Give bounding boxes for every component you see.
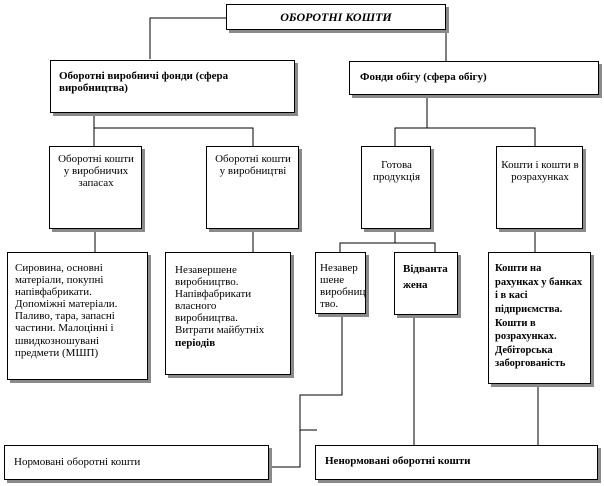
cash-text: Кошти на рахунках у банках і в касі підп…	[495, 262, 591, 371]
finished-goods-text: Готова продукція	[372, 159, 420, 184]
shipped-box: Відванта жена	[394, 252, 458, 315]
wip-box: Незавершене виробництво. Напівфабрикати …	[165, 252, 291, 375]
wip-line: виробництва.	[175, 312, 238, 325]
normed-text: Нормовані оборотні кошти	[14, 456, 141, 468]
unsold-line: тво.	[320, 298, 339, 311]
wip-line: власного	[175, 300, 217, 313]
circulation-funds-box: Фонди обігу (сфера обігу)	[349, 61, 599, 95]
circulation-funds-text: Фонди обігу (сфера обігу)	[360, 71, 487, 83]
title-box: ОБОРОТНІ КОШТИ	[226, 4, 446, 30]
materials-line: напівфабрикати.	[15, 286, 92, 299]
stocks-box: Оборотні кошти у виробничих запасах	[49, 146, 142, 229]
title-text: ОБОРОТНІ КОШТИ	[280, 10, 392, 24]
materials-line: частини. Малоцінні і	[15, 322, 114, 335]
cash-line: рахунках у банках	[495, 276, 583, 288]
non-normed-box: Ненормовані оборотні кошти	[315, 445, 598, 480]
shipped-line: жена	[403, 278, 428, 291]
unsold-line: Незавер	[320, 262, 358, 274]
in-production-text: Оборотні кошти у виробництві	[215, 153, 291, 178]
wip-line: Незавершене	[175, 264, 237, 276]
materials-line: матеріали, покупні	[15, 274, 104, 287]
cash-line: і в касі	[495, 290, 528, 302]
finished-goods-box: Готова продукція	[361, 146, 431, 229]
wip-text: Незавершене виробництво. Напівфабрикати …	[175, 264, 290, 349]
cash-line: Дебіторська	[495, 344, 553, 356]
materials-line: Паливо, тара, запасні	[15, 310, 115, 323]
in-production-box: Оборотні кошти у виробництві	[206, 146, 299, 229]
unsold-line: виробниц	[320, 286, 366, 299]
materials-box: Сировина, основні матеріали, покупні нап…	[7, 252, 148, 380]
cash-line: підприємства.	[495, 303, 563, 315]
settlements-box: Кошти і кошти в розрахунках	[496, 146, 583, 229]
non-normed-text: Ненормовані оборотні кошти	[325, 455, 471, 467]
cash-box: Кошти на рахунках у банках і в касі підп…	[488, 252, 591, 384]
shipped-line: Відванта	[403, 263, 448, 275]
settlements-text: Кошти і кошти в розрахунках	[501, 159, 579, 184]
stocks-text: Оборотні кошти у виробничих запасах	[58, 153, 134, 190]
materials-text: Сировина, основні матеріали, покупні нап…	[15, 262, 147, 359]
unsold-text: Незавер шене виробниц тво.	[320, 262, 366, 310]
production-funds-text: Оборотні виробничі фонди (сфера виробниц…	[59, 70, 229, 95]
wip-line: Напівфабрикати	[175, 288, 252, 301]
unsold-line: шене	[320, 274, 345, 287]
production-funds-box: Оборотні виробничі фонди (сфера виробниц…	[50, 60, 295, 113]
wip-line: виробництво.	[175, 276, 239, 289]
materials-line: Допоміжні матеріали.	[15, 298, 118, 311]
cash-line: заборгованість	[495, 358, 566, 370]
cash-line: розрахунках.	[495, 331, 557, 343]
materials-line: швидкозношувані	[15, 334, 100, 347]
materials-line: Сировина, основні	[15, 262, 103, 274]
unsold-box: Незавер шене виробниц тво.	[315, 252, 366, 314]
wip-line: періодів	[175, 336, 216, 349]
cash-line: Кошти в	[495, 317, 536, 329]
shipped-text: Відванта жена	[403, 262, 457, 294]
wip-line: Витрати майбутніх	[175, 324, 265, 337]
cash-line: Кошти на	[495, 263, 542, 274]
normed-box: Нормовані оборотні кошти	[4, 445, 269, 480]
materials-line: предмети (МШП)	[15, 346, 99, 359]
